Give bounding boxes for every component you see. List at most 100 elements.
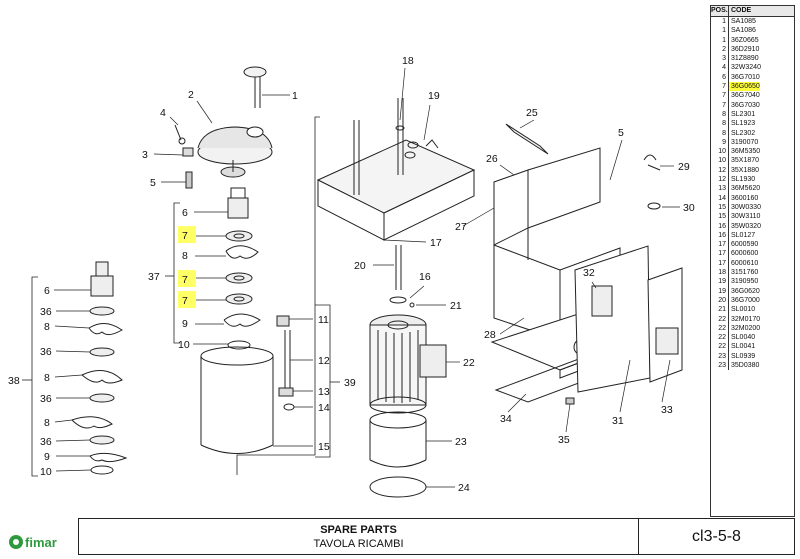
code-cell: 36M5620 (731, 185, 761, 193)
pos-cell: 10 (711, 156, 729, 166)
callout-10: 10 (40, 466, 52, 478)
callout-3: 3 (142, 149, 148, 161)
callout-39: 39 (344, 377, 356, 389)
code-cell: 35X1870 (731, 157, 760, 165)
pos-cell: 1 (711, 35, 729, 45)
sheet-subtitle: TAVOLA RICAMBI (313, 538, 404, 550)
pos-cell: 12 (711, 175, 729, 185)
pos-cell: 10 (711, 147, 729, 157)
code-cell: 32M0170 (731, 315, 761, 323)
code-cell: 35W0320 (731, 222, 761, 230)
sheet-code: cl3-5-8 (638, 518, 795, 555)
pos-cell: 7 (711, 91, 729, 101)
code-cell: 32W3240 (731, 64, 761, 72)
pos-cell: 23 (711, 360, 729, 371)
callout-2: 2 (188, 89, 194, 101)
pos-cell: 15 (711, 202, 729, 213)
callout-33: 33 (661, 404, 673, 416)
callout-1: 1 (292, 90, 298, 102)
callout-36: 36 (40, 306, 52, 318)
callout-18: 18 (402, 55, 414, 67)
code-cell: SA1085 (731, 18, 756, 25)
code-cell: SL0010 (731, 306, 756, 314)
code-cell: 32M0200 (731, 324, 761, 332)
callout-16: 16 (419, 271, 431, 283)
code-cell: 36G7030 (731, 101, 760, 109)
callout-10: 10 (178, 339, 190, 351)
top-plate (316, 98, 476, 241)
pos-cell: 9 (711, 137, 729, 148)
pos-cell: 17 (711, 240, 729, 250)
callout-30: 30 (683, 202, 695, 214)
code-cell: 30W0330 (731, 203, 761, 211)
callout-23: 23 (455, 436, 467, 448)
parts-table-header: POS. CODE (711, 6, 794, 17)
code-cell: 30W3110 (731, 213, 761, 221)
pos-cell: 16 (711, 221, 729, 231)
pos-cell: 8 (711, 119, 729, 129)
code-cell: 36G7010 (731, 73, 760, 81)
code-cell: 36D2910 (731, 45, 760, 53)
leader-lines (54, 67, 680, 488)
code-cell: 36G7040 (731, 92, 760, 100)
callout-8: 8 (44, 321, 50, 333)
pos-cell: 3 (711, 54, 729, 64)
callout-7: 7 (182, 230, 188, 242)
pos-cell: 23 (711, 351, 729, 361)
code-cell: 3600160 (731, 194, 759, 202)
pos-cell: 22 (711, 333, 729, 343)
callout-8: 8 (44, 417, 50, 429)
code-cell: SL0040 (731, 334, 756, 342)
code-cell: 31Z8890 (731, 55, 759, 63)
title-box: SPARE PARTS TAVOLA RICAMBI (78, 518, 638, 555)
callout-6: 6 (44, 285, 50, 297)
callout-36: 36 (40, 346, 52, 358)
pos-cell: 2 (711, 44, 729, 55)
motor-shaft (389, 245, 415, 308)
code-cell: 3190070 (731, 138, 759, 146)
code-cell: SL1923 (731, 120, 756, 128)
callout-37: 37 (148, 271, 160, 283)
callout-22: 22 (463, 357, 475, 369)
motor (369, 314, 447, 414)
callout-11: 11 (318, 314, 329, 326)
callout-35: 35 (558, 434, 570, 446)
callout-highlights (178, 226, 196, 308)
motor-cover (369, 411, 427, 498)
lid-assembly (174, 66, 273, 189)
callout-7: 7 (182, 274, 188, 286)
callout-12: 12 (318, 355, 330, 367)
code-header: CODE (731, 7, 752, 14)
fimar-logo: fimar (6, 522, 78, 554)
callout-21: 21 (450, 300, 462, 312)
pos-cell: 8 (711, 128, 729, 138)
pos-cell: 7 (711, 100, 729, 110)
callout-13: 13 (318, 386, 330, 398)
pos-cell: 8 (711, 109, 729, 120)
pos-cell: 12 (711, 165, 729, 176)
code-cell: 36Z0665 (731, 36, 759, 44)
callout-36: 36 (40, 436, 52, 448)
pos-cell: 21 (711, 305, 729, 315)
